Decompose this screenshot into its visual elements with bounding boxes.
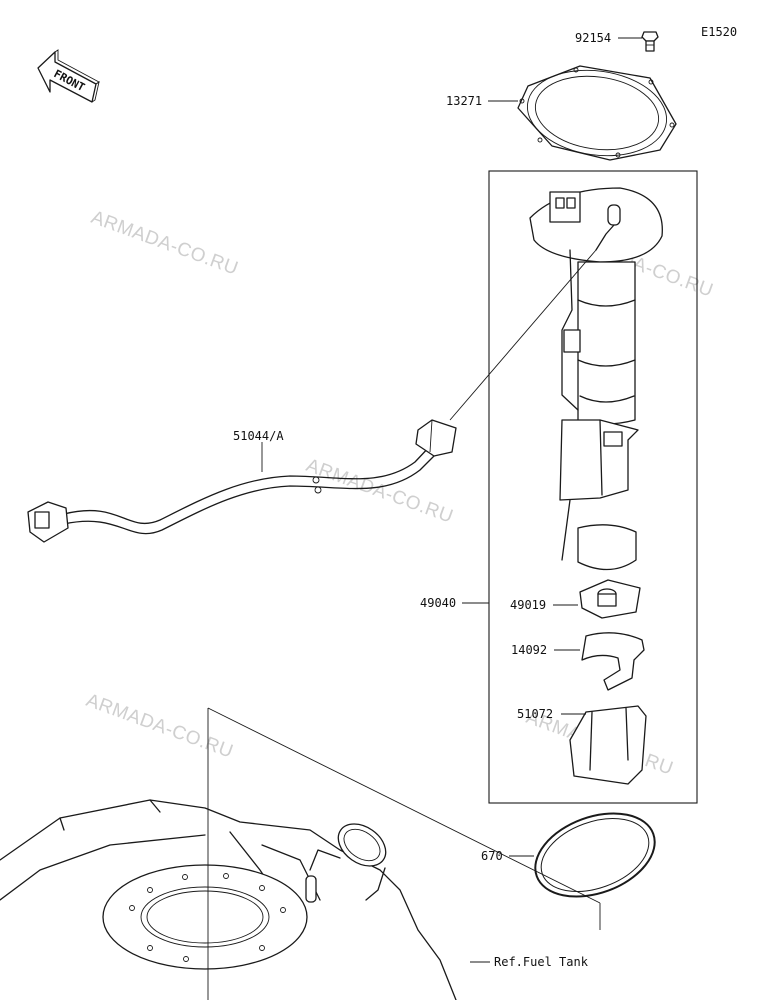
fuel-hose-51044A: 51044/A [27,249,597,543]
label-49040: 49040 [420,596,456,610]
watermark-3: ARMADA-CO.RU [303,455,456,528]
seat-49019: 49019 [510,579,641,619]
label-92154: 92154 [575,31,611,45]
bolt-92154: 92154 [575,31,659,52]
diagram-code: E1520 [701,25,737,39]
label-51072: 51072 [517,707,553,721]
watermark-1: ARMADA-CO.RU [88,207,241,280]
label-ref-fuel-tank: Ref.Fuel Tank [494,955,589,969]
label-49019: 49019 [510,598,546,612]
holder-51072: 51072 [517,705,647,785]
label-670: 670 [481,849,503,863]
pump-assembly-frame [488,170,698,804]
label-51044A: 51044/A [233,429,284,443]
o-ring-670: 670 [481,812,656,898]
label-13271: 13271 [446,94,482,108]
front-arrow: FRONT [37,49,100,103]
gasket-plate-13271: 13271 [446,65,677,161]
bracket-14092: 14092 [511,632,645,691]
fuel-tank-ref: Ref.Fuel Tank [0,707,601,1001]
watermark-4: ARMADA-CO.RU [83,690,236,763]
fuel-pump [529,187,663,571]
label-14092: 14092 [511,643,547,657]
